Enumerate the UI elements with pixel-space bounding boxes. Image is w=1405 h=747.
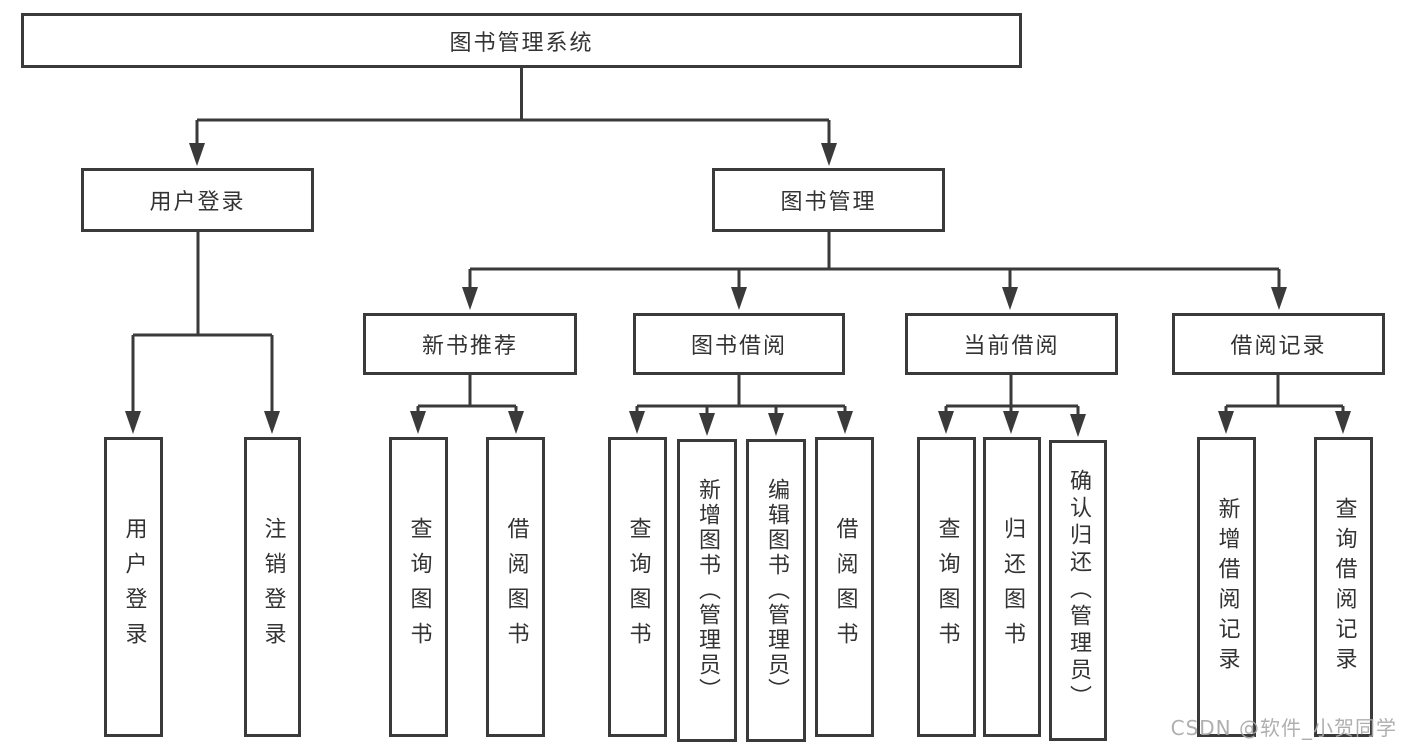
leaf-query-books-current: 查询图书	[917, 437, 976, 737]
leaf-user-login: 用户登录	[104, 437, 163, 737]
leaf-return-books: 归还图书	[983, 437, 1041, 737]
node-book-borrow: 图书借阅	[633, 313, 845, 375]
leaf-query-books-recommend: 查询图书	[389, 437, 448, 737]
leaf-add-books-admin: 新增图书（管理员）	[677, 439, 737, 742]
leaf-add-borrow-record: 新增借阅记录	[1197, 437, 1256, 737]
node-borrow-records: 借阅记录	[1172, 313, 1385, 375]
leaf-query-books-borrow: 查询图书	[608, 437, 667, 737]
node-new-book-recommend: 新书推荐	[363, 313, 577, 375]
node-book-management: 图书管理	[712, 168, 945, 232]
node-current-borrow: 当前借阅	[905, 313, 1118, 375]
leaf-logout: 注销登录	[244, 437, 301, 737]
node-book-management-label: 图书管理	[780, 190, 877, 215]
node-user-login-label: 用户登录	[149, 190, 246, 215]
node-current-borrow-label: 当前借阅	[963, 334, 1060, 359]
node-user-login: 用户登录	[81, 168, 314, 232]
leaf-edit-books-admin: 编辑图书（管理员）	[746, 439, 806, 742]
node-book-borrow-label: 图书借阅	[690, 334, 787, 359]
node-borrow-records-label: 借阅记录	[1230, 334, 1327, 359]
leaf-borrow-books: 借阅图书	[815, 437, 874, 737]
node-root: 图书管理系统	[21, 13, 1022, 68]
leaf-confirm-return-admin: 确认归还（管理员）	[1049, 440, 1107, 741]
leaf-query-borrow-record: 查询借阅记录	[1314, 437, 1373, 737]
node-new-book-recommend-label: 新书推荐	[421, 334, 518, 359]
node-root-label: 图书管理系统	[449, 30, 594, 56]
arrowheads	[125, 143, 1351, 437]
watermark: CSDN @软件_小贺同学	[1170, 716, 1397, 740]
leaf-borrow-books-recommend: 借阅图书	[486, 437, 545, 737]
